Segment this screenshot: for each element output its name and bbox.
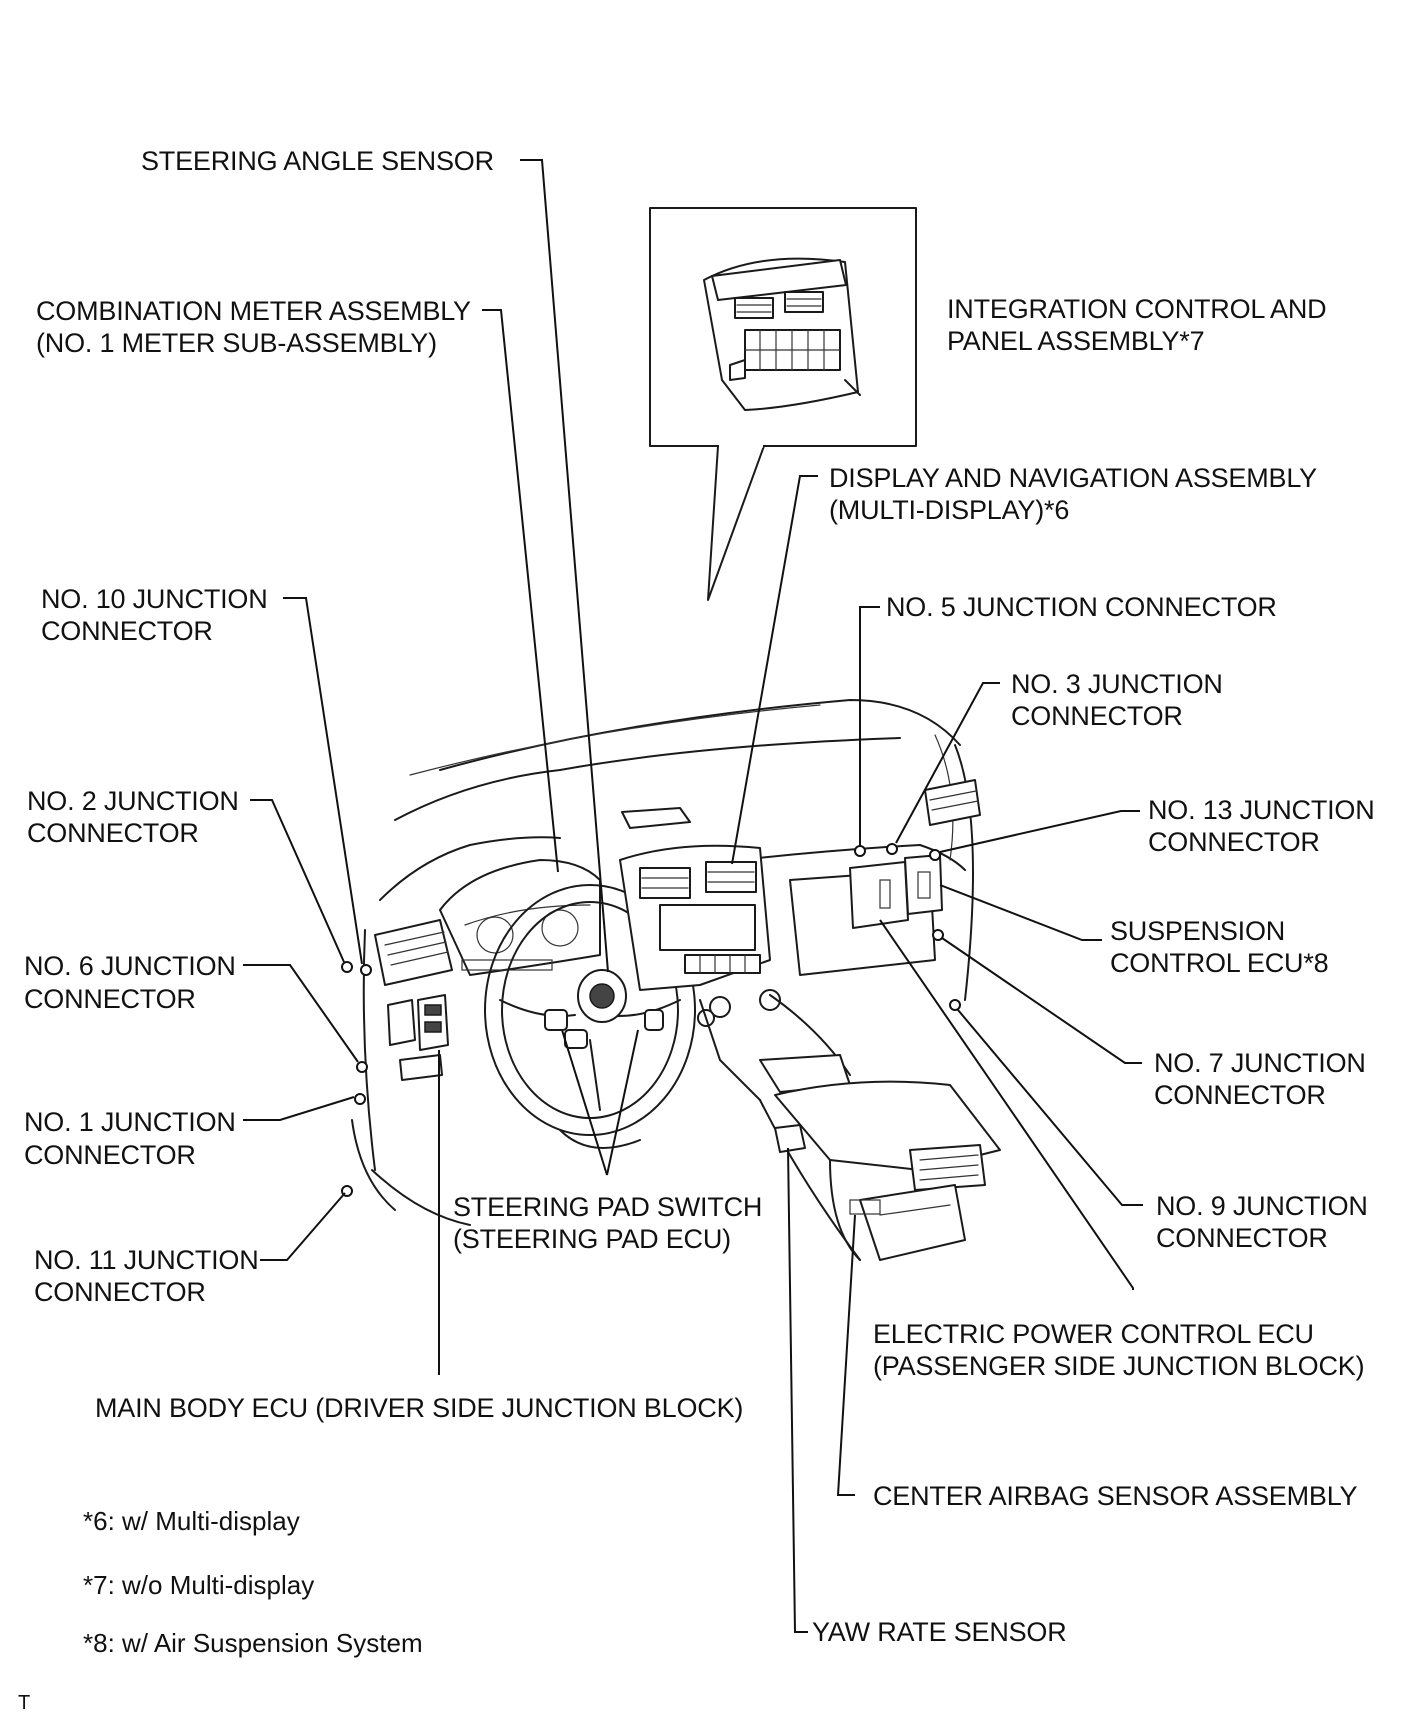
- no9-connector-marker: [949, 999, 961, 1011]
- label-no9-line2: CONNECTOR: [1156, 1223, 1328, 1253]
- footnote-6: *6: w/ Multi-display: [83, 1506, 300, 1536]
- label-no6-line1: NO. 6 JUNCTION: [24, 951, 236, 981]
- label-electric-power-line2: (PASSENGER SIDE JUNCTION BLOCK): [873, 1351, 1364, 1381]
- footnote-7: *7: w/o Multi-display: [83, 1570, 314, 1600]
- label-center-airbag: CENTER AIRBAG SENSOR ASSEMBLY: [873, 1481, 1358, 1511]
- label-combination-meter-line2: (NO. 1 METER SUB-ASSEMBLY): [36, 328, 437, 358]
- label-no2-line2: CONNECTOR: [27, 818, 199, 848]
- no10-connector-marker: [360, 964, 372, 976]
- label-no11-line1: NO. 11 JUNCTION: [34, 1245, 259, 1275]
- no13-connector-marker: [929, 849, 941, 861]
- label-display-navigation-line2: (MULTI-DISPLAY)*6: [829, 495, 1069, 525]
- label-no3-line2: CONNECTOR: [1011, 701, 1183, 731]
- leader-lines: [243, 159, 1143, 1633]
- label-electric-power-line1: ELECTRIC POWER CONTROL ECU: [873, 1319, 1314, 1349]
- label-no7-line1: NO. 7 JUNCTION: [1154, 1048, 1366, 1078]
- label-suspension-line2: CONTROL ECU*8: [1110, 948, 1328, 978]
- no3-connector-marker: [886, 843, 898, 855]
- no1-connector-marker: [354, 1093, 366, 1105]
- label-no2-line1: NO. 2 JUNCTION: [27, 786, 239, 816]
- label-no7-line2: CONNECTOR: [1154, 1080, 1326, 1110]
- label-integration-control-line2: PANEL ASSEMBLY*7: [947, 326, 1204, 356]
- label-no9-line1: NO. 9 JUNCTION: [1156, 1191, 1368, 1221]
- label-steering-pad-line2: (STEERING PAD ECU): [453, 1224, 731, 1254]
- footnotes: *6: w/ Multi-display *7: w/o Multi-displ…: [83, 1506, 423, 1658]
- label-main-body-ecu: MAIN BODY ECU (DRIVER SIDE JUNCTION BLOC…: [95, 1393, 743, 1423]
- label-no13-line2: CONNECTOR: [1148, 827, 1320, 857]
- integration-panel-drawing: [703, 257, 861, 411]
- no7-connector-marker: [932, 929, 944, 941]
- label-no1-line1: NO. 1 JUNCTION: [24, 1107, 236, 1137]
- inset-box: [649, 207, 917, 601]
- label-no11-line2: CONNECTOR: [34, 1277, 206, 1307]
- no5-connector-marker: [854, 845, 866, 857]
- label-no3-line1: NO. 3 JUNCTION: [1011, 669, 1223, 699]
- label-steering-pad-line1: STEERING PAD SWITCH: [453, 1192, 762, 1222]
- label-no10-line2: CONNECTOR: [41, 616, 213, 646]
- label-no13-line1: NO. 13 JUNCTION: [1148, 795, 1375, 825]
- label-suspension-line1: SUSPENSION: [1110, 916, 1285, 946]
- connector-markers: [341, 843, 961, 1197]
- no6-connector-marker: [356, 1061, 368, 1073]
- dashboard-illustration: [351, 699, 1001, 1261]
- label-no5: NO. 5 JUNCTION CONNECTOR: [886, 592, 1277, 622]
- component-labels: STEERING ANGLE SENSOR COMBINATION METER …: [24, 146, 1375, 1647]
- label-yaw-rate: YAW RATE SENSOR: [812, 1617, 1067, 1647]
- label-combination-meter-line1: COMBINATION METER ASSEMBLY: [36, 296, 471, 326]
- label-no1-line2: CONNECTOR: [24, 1140, 196, 1170]
- label-no10-line1: NO. 10 JUNCTION: [41, 584, 268, 614]
- no2-connector-marker: [341, 961, 353, 973]
- label-no6-line2: CONNECTOR: [24, 984, 196, 1014]
- label-integration-control-line1: INTEGRATION CONTROL AND: [947, 294, 1326, 324]
- footnote-8: *8: w/ Air Suspension System: [83, 1628, 423, 1658]
- corner-code: T: [18, 1692, 30, 1714]
- label-display-navigation-line1: DISPLAY AND NAVIGATION ASSEMBLY: [829, 463, 1317, 493]
- label-steering-angle-sensor: STEERING ANGLE SENSOR: [141, 146, 494, 176]
